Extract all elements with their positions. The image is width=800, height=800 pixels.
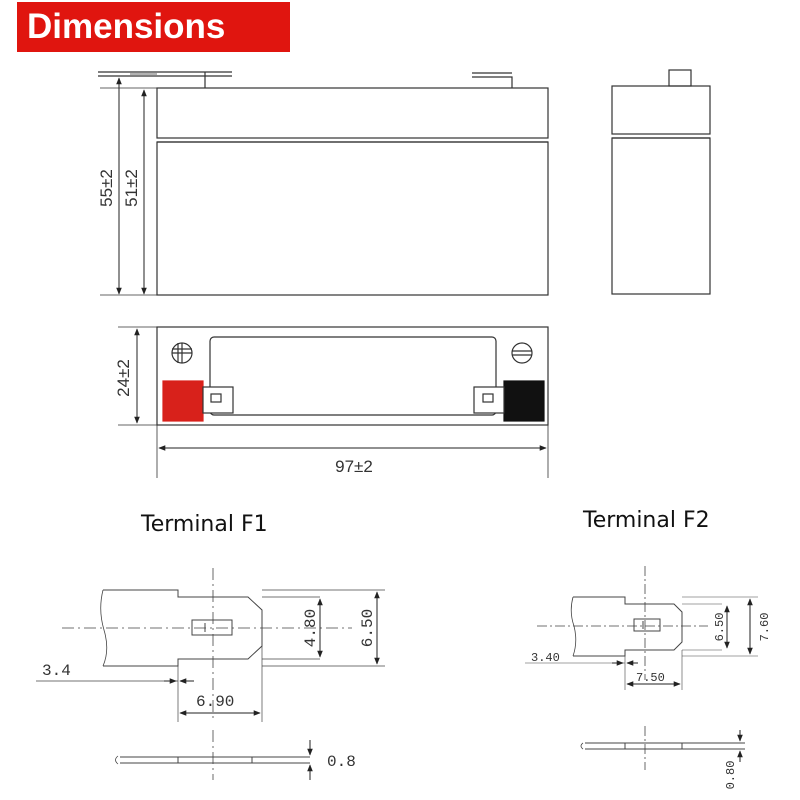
top-view [118, 326, 549, 478]
width-label: 24±2 [114, 359, 133, 397]
battery-lid [156, 87, 549, 139]
top-recess [209, 336, 497, 416]
top-outline [156, 326, 549, 426]
f1-tab-length-label: 6.90 [196, 693, 234, 711]
battery-body [156, 141, 549, 296]
negative-terminal [503, 380, 545, 422]
banner-title: Dimensions [27, 7, 226, 46]
length-label: 97±2 [335, 457, 373, 476]
side-lid [611, 85, 711, 135]
terminal-f2-drawing [525, 566, 758, 770]
terminal-f1-title: Terminal F1 [141, 512, 268, 537]
f2-inner-height-label: 6.50 [713, 613, 727, 642]
f1-inner-height-label: 4.80 [302, 609, 320, 647]
left-terminal-tab [98, 71, 232, 77]
f1-outer-height-label: 6.50 [359, 609, 377, 647]
terminal-f1-drawing [36, 568, 385, 780]
f2-thickness-label: 0.80 [724, 761, 738, 790]
f1-left-offset-label: 3.4 [42, 662, 71, 680]
dimensions-banner: Dimensions [17, 2, 290, 52]
front-view [98, 71, 549, 296]
positive-terminal [162, 380, 204, 422]
side-body [611, 137, 711, 295]
side-view [611, 69, 711, 295]
height-outer-label: 55±2 [97, 169, 116, 207]
terminal-f2-title: Terminal F2 [583, 508, 710, 533]
f2-tab-length-label: 7.50 [636, 671, 665, 685]
f1-thickness-label: 0.8 [327, 753, 356, 771]
right-terminal-tab [472, 72, 513, 88]
f2-outer-height-label: 7.60 [758, 613, 772, 642]
height-inner-label: 51±2 [122, 169, 141, 207]
f2-left-offset-label: 3.40 [531, 651, 560, 665]
